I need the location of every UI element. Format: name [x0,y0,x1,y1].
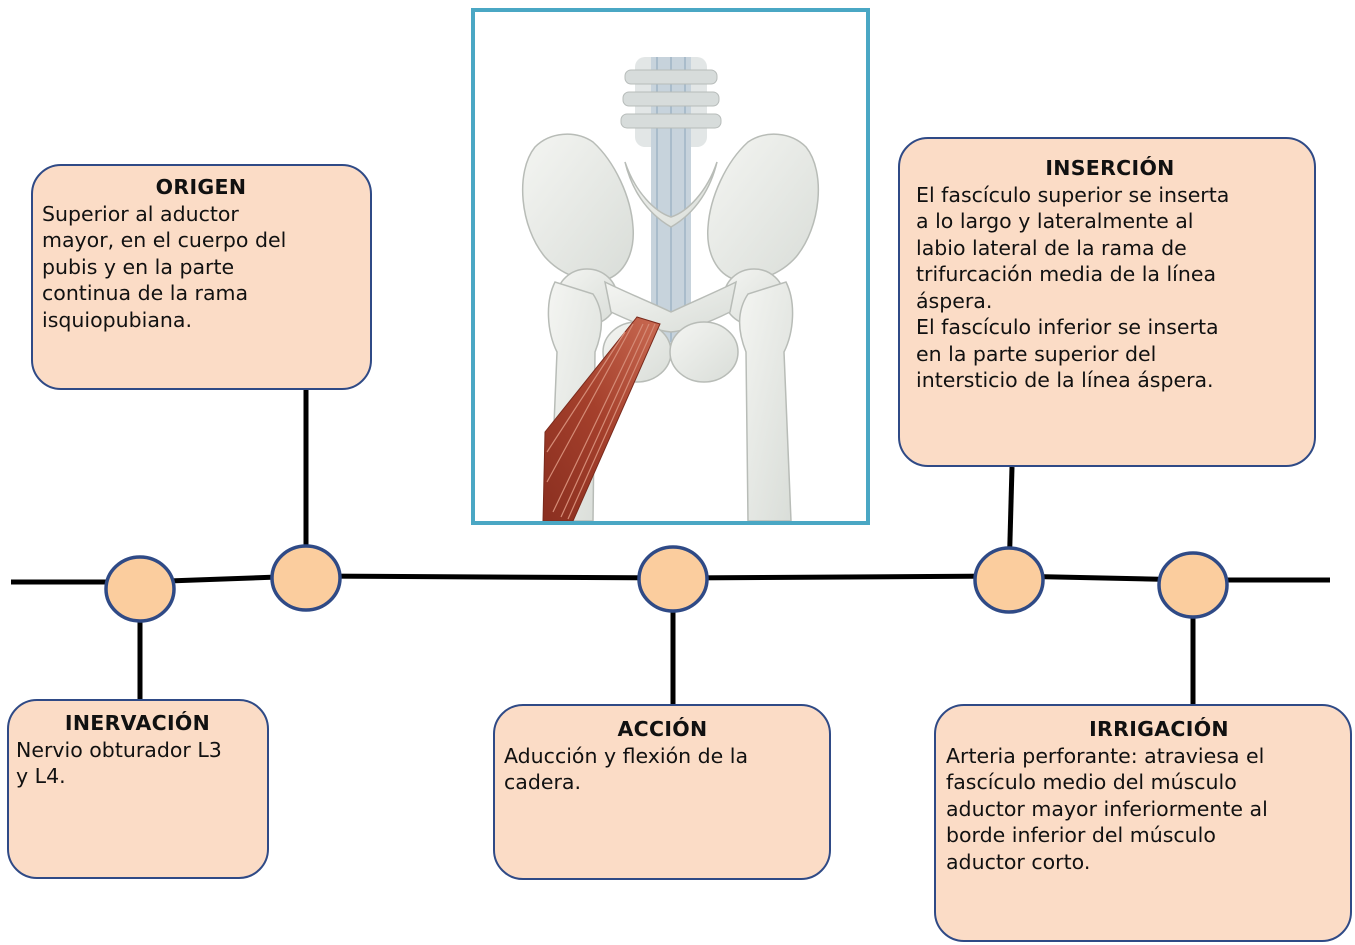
timeline-node-accion [639,547,707,611]
card-body: Superior al aductor mayor, en el cuerpo … [42,201,360,334]
card-title: IRRIGACIÓN [946,716,1342,743]
card-inervacion: INERVACIÓN Nervio obturador L3 y L4. [7,699,269,879]
card-body: El fascículo superior se inserta a lo la… [916,182,1304,394]
card-title: INERVACIÓN [16,710,259,737]
card-insercion: INSERCIÓN El fascículo superior se inser… [898,137,1316,467]
timeline-node-origen [272,546,340,610]
card-body: Aducción y flexión de la cadera. [504,743,821,796]
card-title: ORIGEN [42,174,360,201]
timeline-node-insercion [975,548,1043,612]
card-title: INSERCIÓN [916,155,1304,182]
anatomy-image-frame [471,8,870,525]
card-origen: ORIGEN Superior al aductor mayor, en el … [31,164,372,390]
timeline-node-irrigacion [1159,553,1227,617]
timeline-node-inervacion [106,557,174,621]
pelvis-illustration [475,12,866,521]
card-body: Arteria perforante: atraviesa el fascícu… [946,743,1342,876]
card-irrigacion: IRRIGACIÓN Arteria perforante: atraviesa… [934,704,1352,942]
card-body: Nervio obturador L3 y L4. [16,737,259,790]
card-title: ACCIÓN [504,716,821,743]
card-accion: ACCIÓN Aducción y flexión de la cadera. [493,704,831,880]
